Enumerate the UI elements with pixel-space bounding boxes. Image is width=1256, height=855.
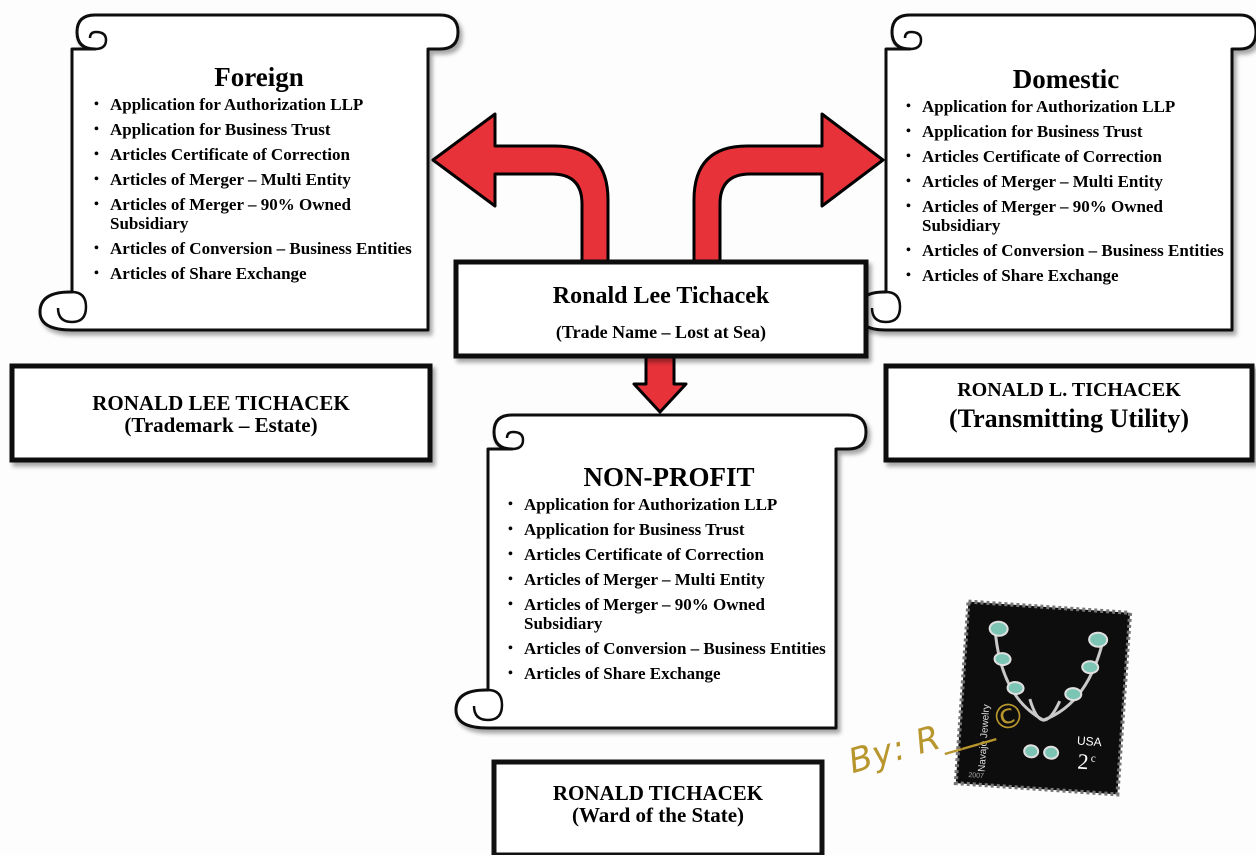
list-item: Articles of Merger – 90% Owned Subsidiar…	[94, 195, 424, 233]
arrow-to-foreign	[431, 112, 610, 264]
foreign-content: Foreign Application for Authorization LL…	[94, 64, 424, 289]
stamp-country: USA	[1077, 733, 1103, 749]
list-item: Application for Business Trust	[508, 520, 830, 539]
list-item: Articles of Conversion – Business Entiti…	[906, 241, 1226, 260]
foreign-title: Foreign	[214, 62, 304, 92]
bottom-box	[491, 759, 825, 855]
domestic-list: Application for Authorization LLP Applic…	[906, 97, 1226, 285]
domestic-content: Domestic Application for Authorization L…	[906, 66, 1226, 291]
nonprofit-list: Application for Authorization LLP Applic…	[508, 495, 830, 683]
stamp-value: 2	[1077, 749, 1090, 775]
bottom-box-line1: RONALD TICHACEK	[552, 781, 764, 805]
center-subtitle: (Trade Name – Lost at Sea)	[555, 322, 767, 343]
list-item: Application for Authorization LLP	[94, 95, 424, 114]
left-box-line1: RONALD LEE TICHACEK	[92, 391, 350, 415]
list-item: Articles of Conversion – Business Entiti…	[508, 639, 830, 658]
list-item: Articles of Share Exchange	[94, 264, 424, 283]
arrow-to-domestic	[692, 112, 885, 264]
list-item: Articles of Share Exchange	[508, 664, 830, 683]
postage-stamp: USA 2 c Navajo Jewelry 2007	[953, 599, 1133, 797]
right-box	[883, 363, 1255, 463]
center-name: Ronald Lee Tichacek	[552, 283, 770, 309]
list-item: Articles of Merger – 90% Owned Subsidiar…	[508, 595, 830, 633]
stamp-caption: Navajo Jewelry	[977, 704, 993, 772]
arrow-to-nonprofit	[632, 354, 688, 414]
bottom-box-label: RONALD TICHACEK (Ward of the State)	[498, 782, 818, 826]
list-item: Articles of Conversion – Business Entiti…	[94, 239, 424, 258]
domestic-title: Domestic	[1012, 64, 1120, 94]
list-item: Articles of Merger – Multi Entity	[94, 170, 424, 189]
list-item: Articles Certificate of Correction	[94, 145, 424, 164]
right-box-line2: (Transmitting Utility)	[949, 404, 1189, 433]
left-box	[9, 363, 433, 463]
center-label: Ronald Lee Tichacek (Trade Name – Lost a…	[460, 283, 862, 343]
right-box-label: RONALD L. TICHACEK (Transmitting Utility…	[890, 379, 1248, 433]
foreign-list: Application for Authorization LLP Applic…	[94, 95, 424, 283]
right-box-line1: RONALD L. TICHACEK	[957, 379, 1181, 401]
list-item: Articles Certificate of Correction	[906, 147, 1226, 166]
nonprofit-title: NON-PROFIT	[583, 462, 755, 492]
list-item: Application for Business Trust	[906, 122, 1226, 141]
nonprofit-content: NON-PROFIT Application for Authorization…	[508, 464, 830, 689]
center-box	[453, 259, 869, 359]
list-item: Application for Authorization LLP	[906, 97, 1226, 116]
list-item: Articles of Merger – Multi Entity	[906, 172, 1226, 191]
stamp-unit: c	[1090, 753, 1096, 765]
list-item: Application for Business Trust	[94, 120, 424, 139]
list-item: Articles Certificate of Correction	[508, 545, 830, 564]
stamp-year: 2007	[968, 772, 984, 780]
list-item: Application for Authorization LLP	[508, 495, 830, 514]
list-item: Articles of Merger – 90% Owned Subsidiar…	[906, 197, 1226, 235]
bottom-box-line2: (Ward of the State)	[571, 803, 745, 828]
list-item: Articles of Merger – Multi Entity	[508, 570, 830, 589]
left-box-line2: (Trademark – Estate)	[124, 413, 318, 438]
list-item: Articles of Share Exchange	[906, 266, 1226, 285]
left-box-label: RONALD LEE TICHACEK (Trademark – Estate)	[16, 392, 426, 436]
